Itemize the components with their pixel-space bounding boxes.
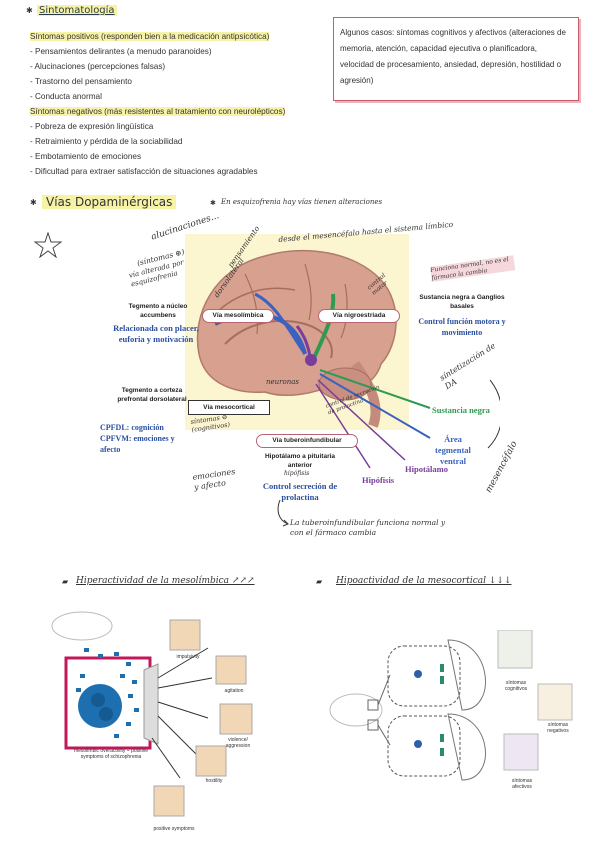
via-mesocortical-label: Vía mesocortical [188,400,270,415]
sustancia-ganglios-label: Sustancia negra a Ganglios basales [419,294,505,310]
mesocortical-figure [322,629,582,790]
control-prolactina-label: Control secreción de prolactina [262,481,338,502]
mesolimbic-caption: mesolimbic overactivity = positive sympt… [73,748,149,760]
control-funcion-label: Control función motora y movimiento [418,317,506,337]
sintomas-negativos-label: síntomas negativos [547,722,569,734]
pathways-title-row: ✱ Vías Dopaminérgicas ✱ En esquizofrenia… [30,195,590,217]
cpfdl-label: CPFDL: cognición CPFVM: emociones y afec… [100,423,175,454]
hipotalamo-label: Hipotálamo [405,464,448,474]
hostility-label: hostility [205,778,223,784]
relacionada-label: Relacionada con placer, euforia y motiva… [113,323,199,344]
annotation-neuronas: neuronas [266,378,299,386]
pathway-arrows [315,369,500,469]
mesolimbic-figure [40,608,280,838]
star-icon [34,232,62,258]
list-item: - Pensamientos delirantes (a menudo para… [30,47,212,56]
list-item: - Embotamiento de emociones [30,152,142,161]
via-mesolimbica-label: Vía mesolímbica [202,309,274,323]
annotation-funciona: Funciona normal, no es el fármaco la cam… [430,255,516,282]
list-item: - Trastorno del pensamiento [30,77,132,86]
sintomas-cognitivos-label: síntomas cognitivos [504,680,528,692]
list-item: - Alucinaciones (percepciones falsas) [30,62,166,71]
positive-section: Síntomas positivos (responden bien a la … [30,29,286,179]
hiper-title: Hiperactividad de la mesolímbica ↗↗↗ [76,576,255,586]
bullet-icon: ✱ [210,200,216,207]
annotation-tubero: La tuberoinfundibular funciona normal y … [290,518,446,537]
arrow-icon [277,499,289,527]
positive-heading: Síntomas positivos (responden bien a la … [30,32,270,41]
list-item: - Retraimiento y pérdida de la sociabili… [30,137,183,146]
note-text: Algunos casos: síntomas cognitivos y afe… [340,28,566,85]
pathways-note: En esquizofrenia hay vías tienen alterac… [221,198,383,206]
pathways-title: Vías Dopaminérgicas [42,195,177,209]
sintomas-afectivos-label: síntomas afectivos [511,778,533,790]
bullet-icon: ✱ [26,6,33,15]
list-item: - Conducta anormal [30,92,102,101]
note-box: Algunos casos: síntomas cognitivos y afe… [333,17,579,101]
annotation-emociones: emociones y afecto [192,467,236,492]
list-item: - Dificultad para extraer satisfacción d… [30,167,258,176]
sustancia-negra-label: Sustancia negra [432,405,490,415]
via-nigroestriada-label: Vía nigroestriada [318,309,400,323]
tegmento-nucleo-label: Tegmento a núcleo accumbens [128,303,188,319]
via-tubero-label: Vía tuberoinfundibular [256,434,358,448]
hipotalamo-pit-label: Hipotálamo a pituitaria anterior [264,453,336,469]
hipofisis-small-label: hipófisis [284,470,310,477]
marker-icon: ▰ [62,577,69,586]
impulsivity-label: impulsivity [176,654,200,660]
violence-label: violence/ aggression [225,737,251,749]
negative-heading: Síntomas negativos (más resistentes al t… [30,107,286,116]
tegmento-corteza-label: Tegmento a corteza prefrontal dorsolater… [117,387,187,403]
area-tegmental-label: Área tegmental ventral [435,434,471,466]
marker-icon: ▰ [316,577,323,586]
agitation-label: agitation [224,688,244,694]
page-title: Sintomatología [37,5,117,16]
bullet-icon: ✱ [30,198,37,207]
list-item: - Pobreza de expresión lingüística [30,122,154,131]
hipofisis-label: Hipófisis [362,475,395,485]
hipo-title: Hipoactividad de la mesocortical ↓↓↓ [336,576,512,586]
positive-symptoms-label: positive symptoms [153,826,195,832]
